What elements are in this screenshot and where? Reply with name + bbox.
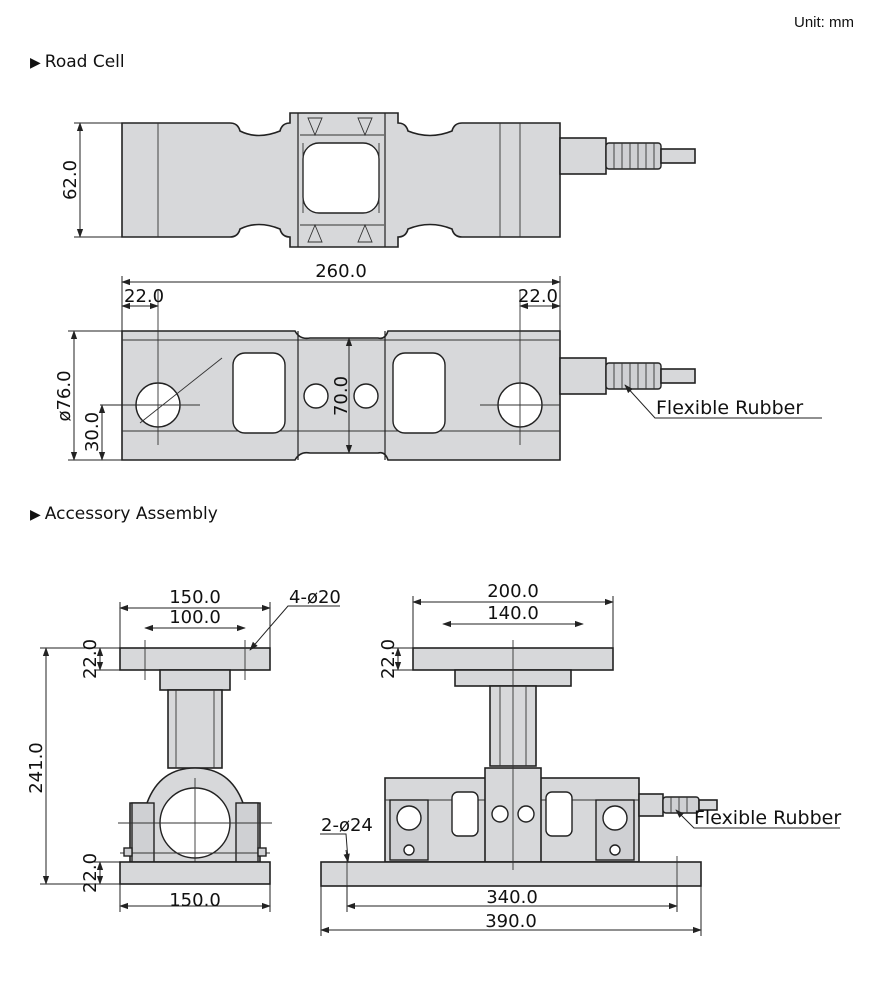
- dim-total-length: 260.0: [315, 261, 367, 282]
- dim-center-height: 70.0: [331, 376, 352, 416]
- dim-front-top-plate: 22.0: [378, 639, 399, 679]
- dim-holes-base: 2-ø24: [321, 815, 373, 836]
- dim-top-height: 62.0: [60, 160, 81, 200]
- triangle-bullet-icon: ▶: [30, 55, 41, 71]
- dim-side-bottom-plate: 22.0: [80, 853, 101, 893]
- dim-side-top-plate: 22.0: [80, 639, 101, 679]
- dim-side-bottom-width: 150.0: [169, 890, 221, 911]
- dim-side-hole-span: 100.0: [169, 607, 221, 628]
- dim-left-offset: 22.0: [124, 286, 164, 307]
- accessory-side-view: 150.0 100.0 4-ø20 241.0 22.0 22.0 150.0: [26, 587, 341, 912]
- dim-diameter: ø76.0: [54, 370, 75, 421]
- dim-base-width: 390.0: [485, 911, 537, 932]
- dim-right-offset: 22.0: [518, 286, 558, 307]
- dim-holes-top: 4-ø20: [289, 587, 341, 608]
- dim-side-total-height: 241.0: [26, 742, 47, 794]
- section-title-accessory: ▶Accessory Assembly: [30, 504, 218, 524]
- unit-label: Unit: mm: [794, 14, 854, 31]
- triangle-bullet-icon: ▶: [30, 507, 41, 523]
- dim-front-top-width: 200.0: [487, 581, 539, 602]
- load-cell-front-view: 260.0 22.0 22.0 ø76.0 30.0 70.0 Flexible…: [54, 261, 822, 461]
- dim-side-top-width: 150.0: [169, 587, 221, 608]
- accessory-front-view: 200.0 140.0 22.0 2-ø24 Flexible Rubber 3…: [320, 581, 841, 936]
- section-title-text: Accessory Assembly: [44, 504, 218, 524]
- dim-base-hole-span: 340.0: [486, 887, 538, 908]
- section-title-text: Road Cell: [44, 52, 125, 72]
- section-title-load-cell: ▶Road Cell: [30, 52, 125, 72]
- dim-front-hole-span: 140.0: [487, 603, 539, 624]
- callout-flexible-rubber-assembly: Flexible Rubber: [694, 807, 841, 829]
- load-cell-top-view: 62.0: [60, 112, 696, 248]
- callout-flexible-rubber: Flexible Rubber: [656, 397, 803, 419]
- dim-hole-height: 30.0: [82, 412, 103, 452]
